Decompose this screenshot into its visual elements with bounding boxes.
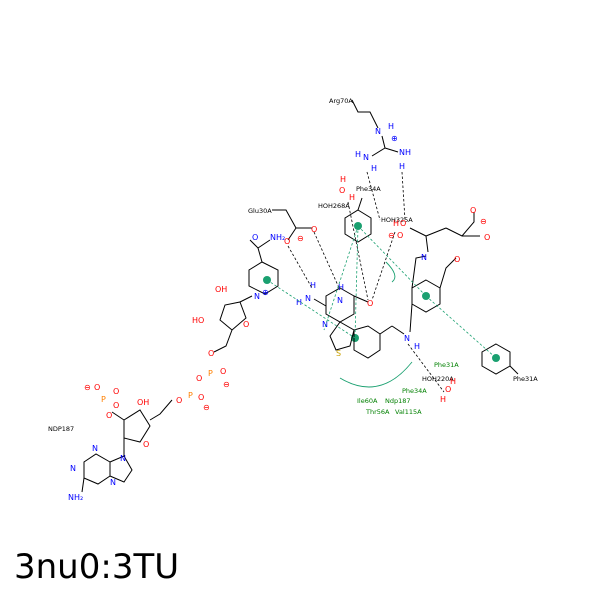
- phosphate-chain: P O ⊖ O P O ⊖ O: [149, 367, 230, 421]
- svg-text:H: H: [355, 150, 361, 159]
- svg-text:O: O: [208, 349, 214, 358]
- ligand-benzothiophene: S N H: [329, 321, 420, 359]
- residue-label-glu30: Glu30A: [248, 207, 272, 215]
- svg-text:H: H: [414, 342, 420, 351]
- svg-text:⊖: ⊖: [297, 234, 304, 243]
- ligand-isoindolinone: N O O ⊖ O O O ⊖: [388, 206, 490, 333]
- svg-text:P: P: [188, 391, 193, 400]
- diagram-caption: 3nu0:3TU: [14, 547, 180, 587]
- svg-text:N: N: [110, 478, 116, 487]
- svg-text:H: H: [440, 395, 446, 404]
- residue-label-phe31: Phe31A: [513, 375, 538, 383]
- svg-text:H: H: [393, 219, 399, 228]
- svg-text:N: N: [254, 292, 260, 301]
- hydrophobic-phe31: Phe31A: [434, 361, 459, 369]
- svg-text:N: N: [363, 153, 369, 162]
- svg-text:O: O: [484, 233, 490, 242]
- svg-text:⊕: ⊕: [262, 288, 269, 297]
- svg-text:O: O: [400, 219, 406, 228]
- svg-text:P: P: [101, 395, 106, 404]
- svg-text:⊖: ⊖: [480, 217, 487, 226]
- glu30-sidechain: Glu30A O O ⊖: [248, 207, 317, 246]
- hydrophobic-thr56: Thr56A: [365, 408, 390, 416]
- svg-text:⊖: ⊖: [223, 380, 230, 389]
- svg-text:O: O: [367, 299, 373, 308]
- svg-text:N: N: [120, 454, 126, 463]
- svg-text:O: O: [284, 237, 290, 246]
- phe31-right: Phe31A: [481, 343, 538, 383]
- hydrophobic-phe34: Phe34A: [402, 387, 427, 395]
- svg-text:O: O: [454, 255, 460, 264]
- residue-label-ndp187: NDP187: [48, 425, 74, 433]
- svg-text:OH: OH: [215, 285, 227, 294]
- svg-text:N: N: [92, 444, 98, 453]
- nicotinamide-ring: O NH₂ N ⊕: [248, 233, 285, 301]
- svg-text:P: P: [208, 369, 213, 378]
- svg-text:O: O: [252, 233, 258, 242]
- adenine: N N N N NH₂: [68, 438, 133, 502]
- aromatic-center-phe31: [492, 354, 500, 362]
- svg-text:H: H: [399, 162, 405, 171]
- svg-text:O: O: [106, 411, 112, 420]
- svg-text:⊕: ⊕: [391, 134, 398, 143]
- svg-text:O: O: [339, 186, 345, 195]
- svg-text:H: H: [388, 122, 394, 131]
- svg-text:N: N: [421, 253, 427, 262]
- svg-text:N: N: [70, 464, 76, 473]
- svg-text:H: H: [296, 298, 302, 307]
- residue-label-phe34: Phe34A: [356, 185, 381, 193]
- svg-text:H: H: [349, 193, 355, 202]
- svg-text:OH: OH: [137, 398, 149, 407]
- svg-text:NH₂: NH₂: [270, 233, 285, 242]
- ribose-1: OH HO O O: [192, 285, 253, 358]
- water-label-hoh325: HOH325A: [381, 216, 413, 224]
- hydrophobic-labels: Phe31A Phe34A Ile60A Ndp187 Thr56A Val11…: [357, 361, 459, 416]
- svg-text:H: H: [371, 164, 377, 173]
- hydrophobic-arcs: [339, 261, 413, 388]
- arg70-sidechain: Arg70A N H ⊕ N H N H H H: [329, 97, 411, 173]
- svg-text:⊖: ⊖: [203, 403, 210, 412]
- residue-label-arg70: Arg70A: [329, 97, 353, 105]
- svg-text:O: O: [113, 401, 119, 410]
- svg-text:N: N: [404, 334, 410, 343]
- water-label-hoh268: HOH268A: [318, 202, 350, 210]
- svg-text:N: N: [305, 294, 311, 303]
- svg-text:O: O: [311, 225, 317, 234]
- svg-text:⊖: ⊖: [84, 383, 91, 392]
- hydrogen-bonds: [287, 171, 445, 393]
- ribose-2: OH O O P O O ⊖ O NDP187: [48, 383, 151, 449]
- svg-text:⊖: ⊖: [388, 231, 395, 240]
- svg-text:O: O: [94, 383, 100, 392]
- svg-text:O: O: [176, 396, 182, 405]
- svg-text:H: H: [338, 283, 344, 292]
- svg-text:H: H: [405, 148, 411, 157]
- svg-text:HO: HO: [192, 316, 204, 325]
- svg-text:NH₂: NH₂: [68, 493, 83, 502]
- hydrophobic-ndp187: Ndp187: [385, 397, 411, 405]
- pi-interactions: [266, 225, 497, 359]
- water-label-hoh220: HOH220A: [422, 375, 454, 383]
- svg-text:O: O: [220, 367, 226, 376]
- svg-text:O: O: [445, 385, 451, 394]
- svg-text:O: O: [196, 374, 202, 383]
- svg-text:O: O: [198, 393, 204, 402]
- hydrophobic-val115: Val115A: [395, 408, 422, 416]
- svg-text:O: O: [243, 320, 249, 329]
- phe34-top: Phe34A H O H: [339, 175, 381, 243]
- svg-text:H: H: [340, 175, 346, 184]
- svg-text:S: S: [336, 349, 341, 358]
- svg-text:N: N: [322, 320, 328, 329]
- svg-text:O: O: [470, 206, 476, 215]
- svg-text:O: O: [397, 231, 403, 240]
- ligand-pyrimidine: H N N H N H O: [296, 281, 373, 342]
- svg-text:O: O: [113, 387, 119, 396]
- svg-text:N: N: [375, 127, 381, 136]
- svg-text:N: N: [337, 296, 343, 305]
- svg-text:O: O: [143, 440, 149, 449]
- svg-text:N: N: [399, 148, 405, 157]
- svg-text:H: H: [310, 281, 316, 290]
- svg-text:H: H: [450, 377, 456, 386]
- hydrophobic-ile60: Ile60A: [357, 397, 378, 405]
